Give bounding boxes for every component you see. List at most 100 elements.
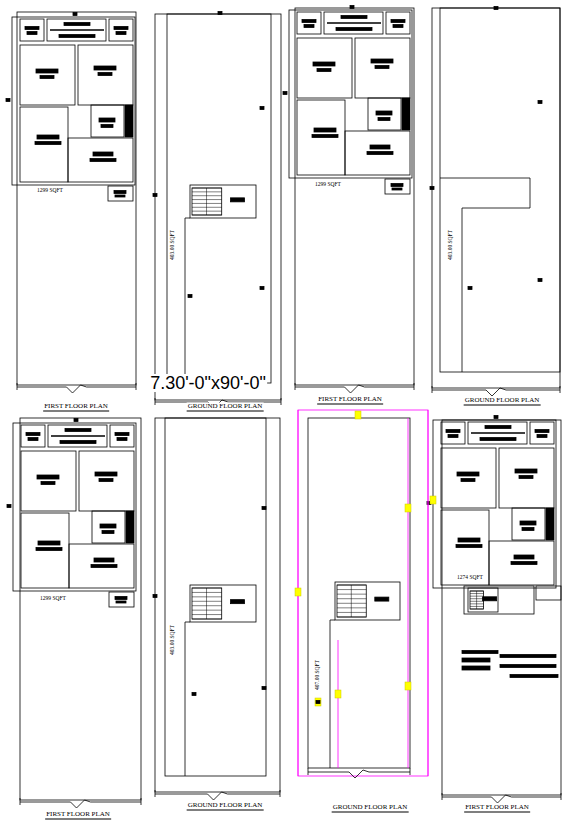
room	[20, 107, 68, 182]
yellow-marker	[335, 690, 341, 698]
hidden-room-label	[90, 159, 116, 162]
stair-rail	[351, 585, 352, 617]
wall-line	[330, 620, 335, 621]
stair-tread	[192, 207, 222, 208]
hidden-room-label	[537, 435, 547, 438]
hidden-room-label	[35, 142, 61, 145]
hidden-room-label	[117, 438, 127, 441]
room	[512, 508, 545, 540]
room	[21, 513, 69, 588]
floor-outline	[289, 10, 412, 178]
room	[297, 100, 345, 175]
plan-title: FIRST FLOOR PLAN	[43, 403, 109, 412]
hidden-room-label	[36, 69, 58, 73]
hidden-room-label	[91, 565, 117, 568]
room	[536, 586, 561, 600]
floor-outline	[167, 14, 271, 383]
hidden-room-label	[115, 433, 129, 436]
hidden-room-label	[60, 441, 96, 444]
hidden-room-label	[64, 23, 90, 26]
break-line	[308, 768, 410, 778]
stair-block	[190, 185, 256, 218]
stair-tread	[192, 203, 222, 204]
room	[47, 19, 106, 41]
room	[386, 12, 410, 34]
dimension-line	[408, 418, 409, 768]
wall-line	[440, 178, 530, 372]
hidden-room-label	[317, 69, 331, 72]
hidden-room-label	[446, 430, 460, 433]
hidden-room-label	[367, 152, 393, 155]
break-line	[432, 386, 560, 396]
hidden-room-label	[116, 32, 126, 35]
yellow-marker	[405, 682, 411, 690]
hidden-room-label	[483, 597, 497, 601]
plan-title: GROUND FLOOR PLAN	[187, 403, 264, 412]
wall-marker	[153, 194, 157, 197]
window	[125, 105, 133, 137]
window	[126, 511, 134, 543]
stair-flight	[192, 188, 222, 215]
plot-size-title: 7.30'-0"x90'-0"	[149, 374, 267, 392]
room	[20, 45, 75, 105]
room	[464, 586, 534, 614]
window	[471, 432, 525, 434]
room	[499, 448, 554, 508]
site-boundary	[155, 418, 280, 792]
hidden-room-label	[456, 545, 482, 548]
stair-tread	[192, 614, 222, 615]
stair-tread	[192, 191, 222, 192]
wall-marker	[538, 279, 542, 282]
floor-outline	[165, 418, 266, 776]
hidden-room-label	[500, 655, 556, 658]
wall-marker	[430, 187, 434, 190]
site-boundary	[17, 12, 136, 385]
stair-tread	[337, 585, 366, 586]
floor-outline	[13, 423, 136, 591]
hidden-room-label	[102, 531, 114, 534]
wall-marker	[468, 287, 472, 290]
room	[489, 541, 554, 585]
plan-title: FIRST FLOOR PLAN	[464, 804, 530, 813]
stair-tread	[192, 619, 222, 620]
window	[51, 435, 105, 437]
stair-flight	[470, 591, 484, 609]
hidden-room-label	[98, 73, 112, 76]
break-line	[17, 383, 136, 393]
window	[546, 508, 554, 540]
yellow-marker	[405, 504, 411, 512]
area-note: 403.00 SQFT	[448, 229, 454, 261]
room	[110, 425, 134, 447]
site-boundary	[432, 8, 560, 388]
hidden-room-label	[371, 59, 393, 63]
area-note: 1299 SQFT	[36, 188, 64, 194]
stair-tread	[192, 199, 222, 200]
wall-marker	[538, 101, 542, 104]
hidden-room-label	[304, 25, 314, 28]
stair-tread	[337, 603, 366, 604]
wall-marker	[74, 419, 78, 422]
wall-marker	[316, 701, 320, 704]
area-note: 407.00 SQFT	[315, 659, 321, 691]
hidden-room-label	[391, 20, 405, 23]
hidden-room-label	[38, 541, 60, 545]
hidden-room-label	[41, 482, 55, 485]
hidden-room-label	[40, 76, 54, 79]
hidden-room-label	[520, 521, 536, 525]
stair-tread	[192, 188, 222, 189]
hidden-room-label	[114, 191, 126, 194]
area-note: 1299 SQFT	[314, 182, 342, 188]
wall-marker	[153, 595, 157, 598]
stair-tread	[337, 617, 366, 618]
room	[297, 38, 352, 98]
window	[327, 22, 381, 24]
hidden-room-label	[522, 528, 534, 531]
hidden-room-label	[26, 433, 40, 436]
plan-title: GROUND FLOOR PLAN	[332, 804, 409, 813]
wall-line	[185, 218, 190, 219]
hidden-room-label	[341, 16, 367, 19]
hidden-room-label	[336, 28, 372, 31]
stair-tread	[192, 592, 222, 593]
